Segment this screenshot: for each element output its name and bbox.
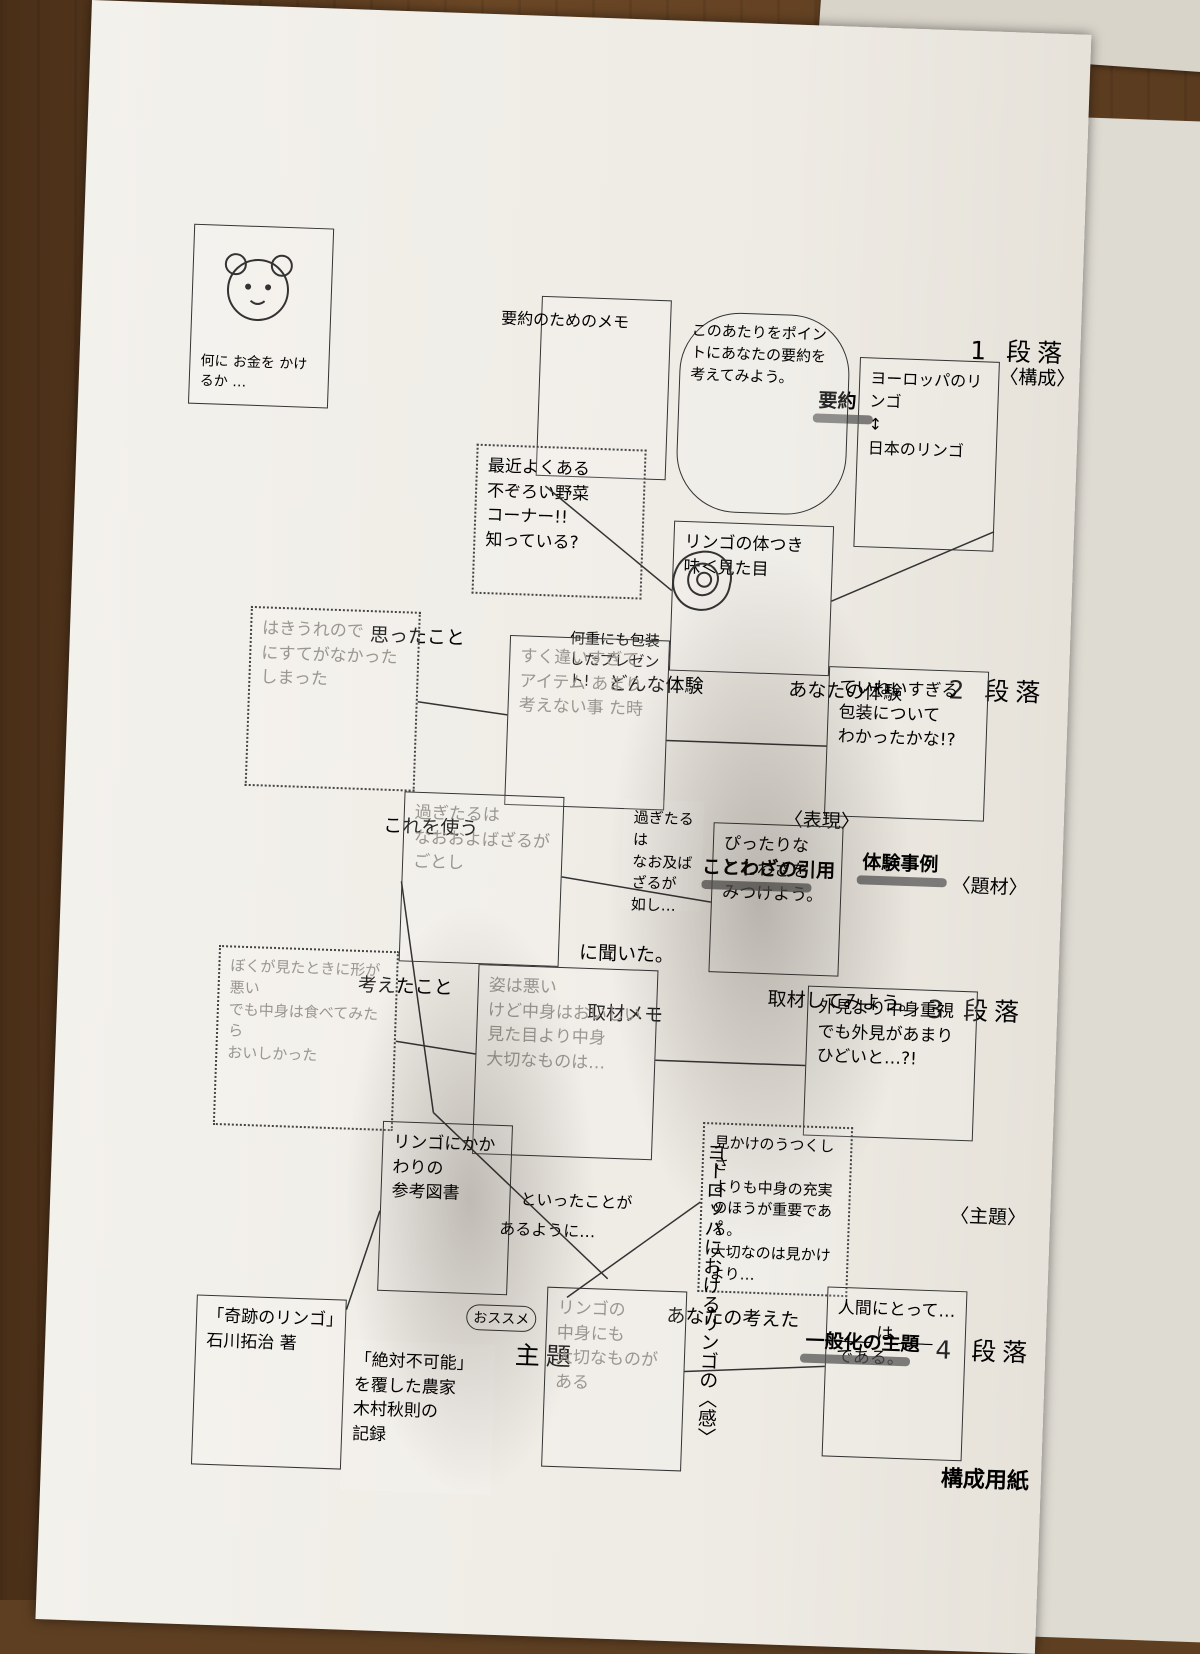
bear-box: 何に お金を かけるか … [187,223,335,409]
worksheet-page: 構成用紙 ヨーロッパのリンゴ ↕ 日本のリンゴ 1 段落 〈構成〉 要約 リンゴ… [35,0,1092,1654]
flower-sketch [661,540,744,623]
connector-lines [345,485,995,1373]
bear-sketch [224,253,293,321]
